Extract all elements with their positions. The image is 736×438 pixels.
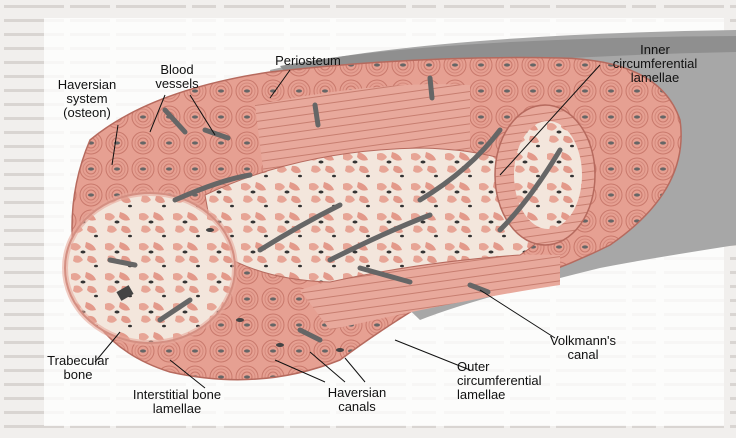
label-haversian-system: Haversian system (osteon): [48, 78, 126, 120]
label-periosteum: Periosteum: [258, 54, 358, 68]
label-outer-lamellae: Outer circumferential lamellae: [457, 360, 577, 402]
label-haversian-canals: Haversian canals: [317, 386, 397, 414]
label-volkmanns-canal: Volkmann's canal: [543, 334, 623, 362]
label-trabecular-bone: Trabecular bone: [38, 354, 118, 382]
label-interstitial-lamellae: Interstitial bone lamellae: [112, 388, 242, 416]
label-blood-vessels: Blood vessels: [147, 63, 207, 91]
label-inner-lamellae: Inner circumferential lamellae: [590, 43, 720, 85]
inner-ring-core: [514, 121, 582, 229]
